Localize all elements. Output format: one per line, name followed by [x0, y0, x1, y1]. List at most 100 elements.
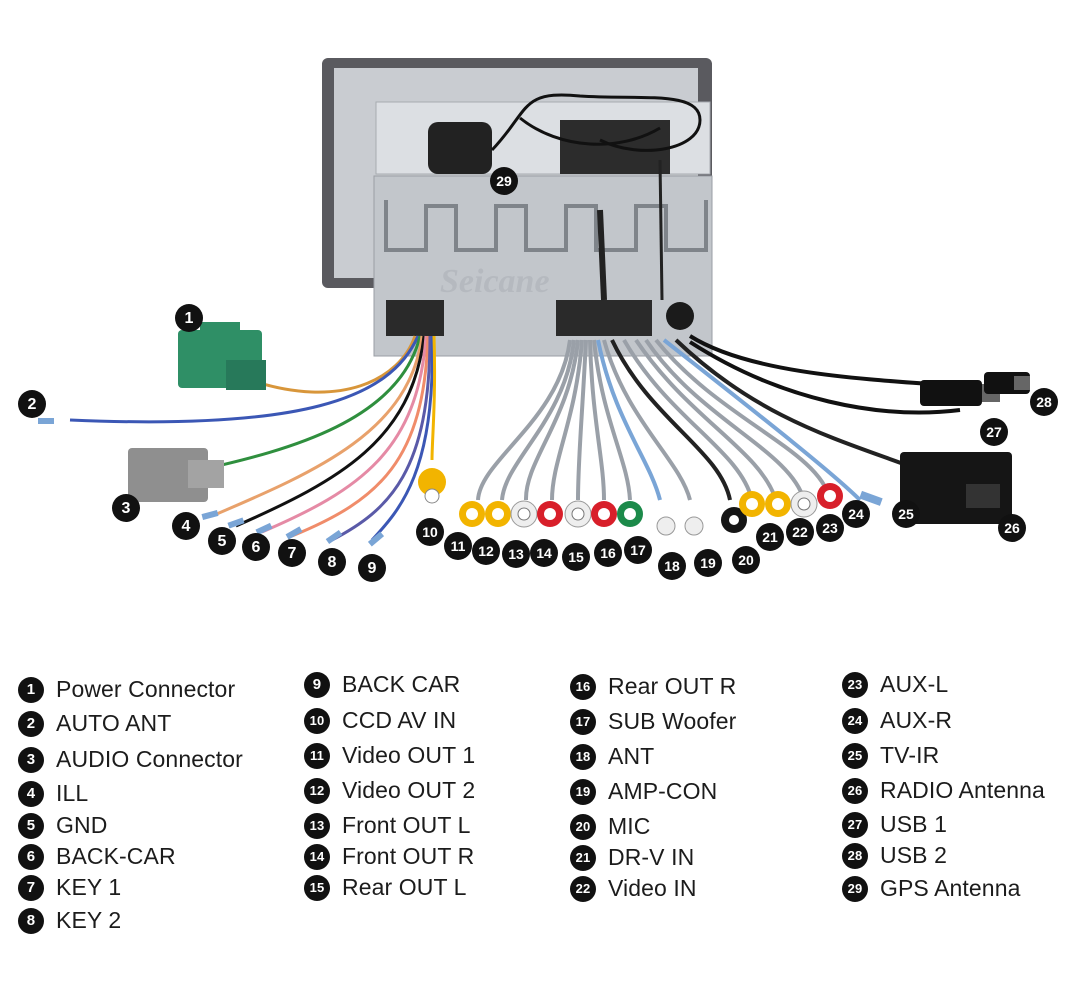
legend-item: 5 GND — [18, 812, 107, 839]
legend-number: 17 — [570, 708, 596, 735]
callout-number: 19 — [700, 555, 716, 571]
legend-label: RADIO Antenna — [880, 777, 1045, 803]
head-unit — [322, 58, 713, 357]
legend-number: 26 — [842, 777, 868, 804]
legend-number: 16 — [570, 673, 596, 700]
legend-label: ILL — [56, 780, 89, 806]
callout-6: 6 — [242, 533, 270, 561]
legend-number: 9 — [304, 671, 330, 698]
legend-label: AUX-L — [880, 671, 949, 697]
callout-11: 11 — [444, 532, 472, 560]
gps-antenna — [428, 93, 702, 174]
callout-number: 2 — [28, 396, 37, 413]
legend-number: 22 — [570, 875, 596, 902]
callout-5: 5 — [208, 527, 236, 555]
legend-number: 4 — [18, 780, 44, 807]
callout-number: 8 — [328, 554, 337, 571]
legend-label: Video IN — [608, 875, 697, 901]
callout-number: 18 — [664, 558, 680, 574]
legend-label: BACK CAR — [342, 671, 461, 697]
callout-17: 17 — [624, 536, 652, 564]
legend-label: GND — [56, 812, 108, 838]
legend-number: 28 — [842, 842, 868, 869]
callout-number: 21 — [762, 529, 778, 545]
legend-number: 15 — [304, 874, 330, 901]
callout-9: 9 — [358, 554, 386, 582]
legend-label: MIC — [608, 813, 651, 839]
callout-number: 12 — [478, 543, 494, 559]
wire-tips — [38, 418, 385, 547]
callout-number: 29 — [496, 173, 512, 189]
legend-number: 19 — [570, 778, 596, 805]
callout-12: 12 — [472, 537, 500, 565]
callout-number: 5 — [218, 533, 227, 550]
callout-number: 13 — [508, 546, 524, 562]
callout-number: 6 — [252, 539, 261, 556]
callout-number: 9 — [368, 560, 377, 577]
legend-item: 15 Rear OUT L — [304, 874, 467, 901]
legend-label: Front OUT R — [342, 843, 475, 869]
legend-number: 3 — [18, 746, 44, 773]
legend-label: GPS Antenna — [880, 875, 1021, 901]
audio-connector — [128, 448, 224, 502]
center-harness — [476, 334, 1011, 502]
legend-number: 6 — [18, 843, 44, 870]
callout-number: 24 — [848, 506, 864, 522]
legend-number: 24 — [842, 707, 868, 734]
legend-item: 25 TV-IR — [842, 742, 939, 769]
callout-14: 14 — [530, 539, 558, 567]
legend-number: 7 — [18, 874, 44, 901]
callout-20: 20 — [732, 546, 760, 574]
callout-number: 26 — [1004, 520, 1020, 536]
legend-number: 20 — [570, 813, 596, 840]
legend-label: TV-IR — [880, 742, 940, 768]
legend-label: KEY 1 — [56, 874, 122, 900]
callout-21: 21 — [756, 523, 784, 551]
legend-label: AMP-CON — [608, 778, 718, 804]
legend-label: BACK-CAR — [56, 843, 176, 869]
legend-item: 16 Rear OUT R — [570, 673, 736, 700]
legend-number: 25 — [842, 742, 868, 769]
callout-number: 1 — [185, 310, 194, 327]
callout-number: 27 — [986, 424, 1002, 440]
legend-item: 9 BACK CAR — [304, 671, 460, 698]
callout-4: 4 — [172, 512, 200, 540]
legend-number: 5 — [18, 812, 44, 839]
legend-item: 8 KEY 2 — [18, 907, 121, 934]
usb-connectors — [920, 372, 1030, 406]
legend-label: Rear OUT R — [608, 673, 737, 699]
legend-number: 27 — [842, 811, 868, 838]
callout-number: 17 — [630, 542, 646, 558]
callout-2: 2 — [18, 390, 46, 418]
callout-number: 4 — [182, 518, 191, 535]
legend-label: Rear OUT L — [342, 874, 467, 900]
callout-8: 8 — [318, 548, 346, 576]
rca-plugs — [418, 468, 883, 536]
legend-label: Video OUT 2 — [342, 777, 476, 803]
callout-27: 27 — [980, 418, 1008, 446]
legend-label: KEY 2 — [56, 907, 122, 933]
callout-13: 13 — [502, 540, 530, 568]
callout-16: 16 — [594, 539, 622, 567]
callout-number: 20 — [738, 552, 754, 568]
legend-label: Video OUT 1 — [342, 742, 476, 768]
callout-25: 25 — [892, 500, 920, 528]
legend-item: 7 KEY 1 — [18, 874, 121, 901]
callout-number: 14 — [536, 545, 552, 561]
legend-number: 29 — [842, 875, 868, 902]
callout-29: 29 — [490, 167, 518, 195]
power-connector — [178, 322, 266, 390]
legend-number: 1 — [18, 676, 44, 703]
legend-number: 8 — [18, 907, 44, 934]
legend-label: AUDIO Connector — [56, 746, 243, 772]
legend-number: 11 — [304, 742, 330, 769]
